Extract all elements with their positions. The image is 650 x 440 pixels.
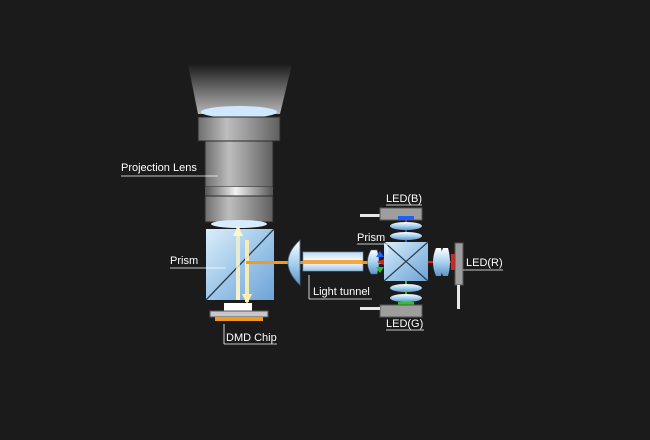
- label-led-g: LED(G): [386, 318, 423, 330]
- projection-light-cone: [188, 64, 292, 114]
- label-led-b: LED(B): [386, 193, 422, 205]
- projection-lens: [197, 116, 281, 228]
- green-arrow-icon: [376, 267, 384, 273]
- led-g-assembly: [360, 284, 423, 318]
- label-prism-left: Prism: [170, 255, 198, 267]
- label-dmd-chip: DMD Chip: [226, 332, 277, 344]
- label-projection-lens: Projection Lens: [121, 162, 197, 174]
- red-arrow-icon: [377, 259, 384, 265]
- condenser-lens: [287, 239, 301, 286]
- led-b-assembly: [360, 207, 423, 240]
- lens-front-glow: [201, 106, 277, 118]
- label-prism-right: Prism: [357, 232, 385, 244]
- label-light-tunnel: Light tunnel: [313, 286, 370, 298]
- label-led-r: LED(R): [466, 257, 503, 269]
- light-path-vertical: [233, 226, 252, 304]
- dmd-chip: [209, 303, 269, 321]
- blue-arrow-icon: [376, 251, 384, 257]
- prism-right: [383, 241, 429, 282]
- led-r-assembly: [433, 242, 464, 309]
